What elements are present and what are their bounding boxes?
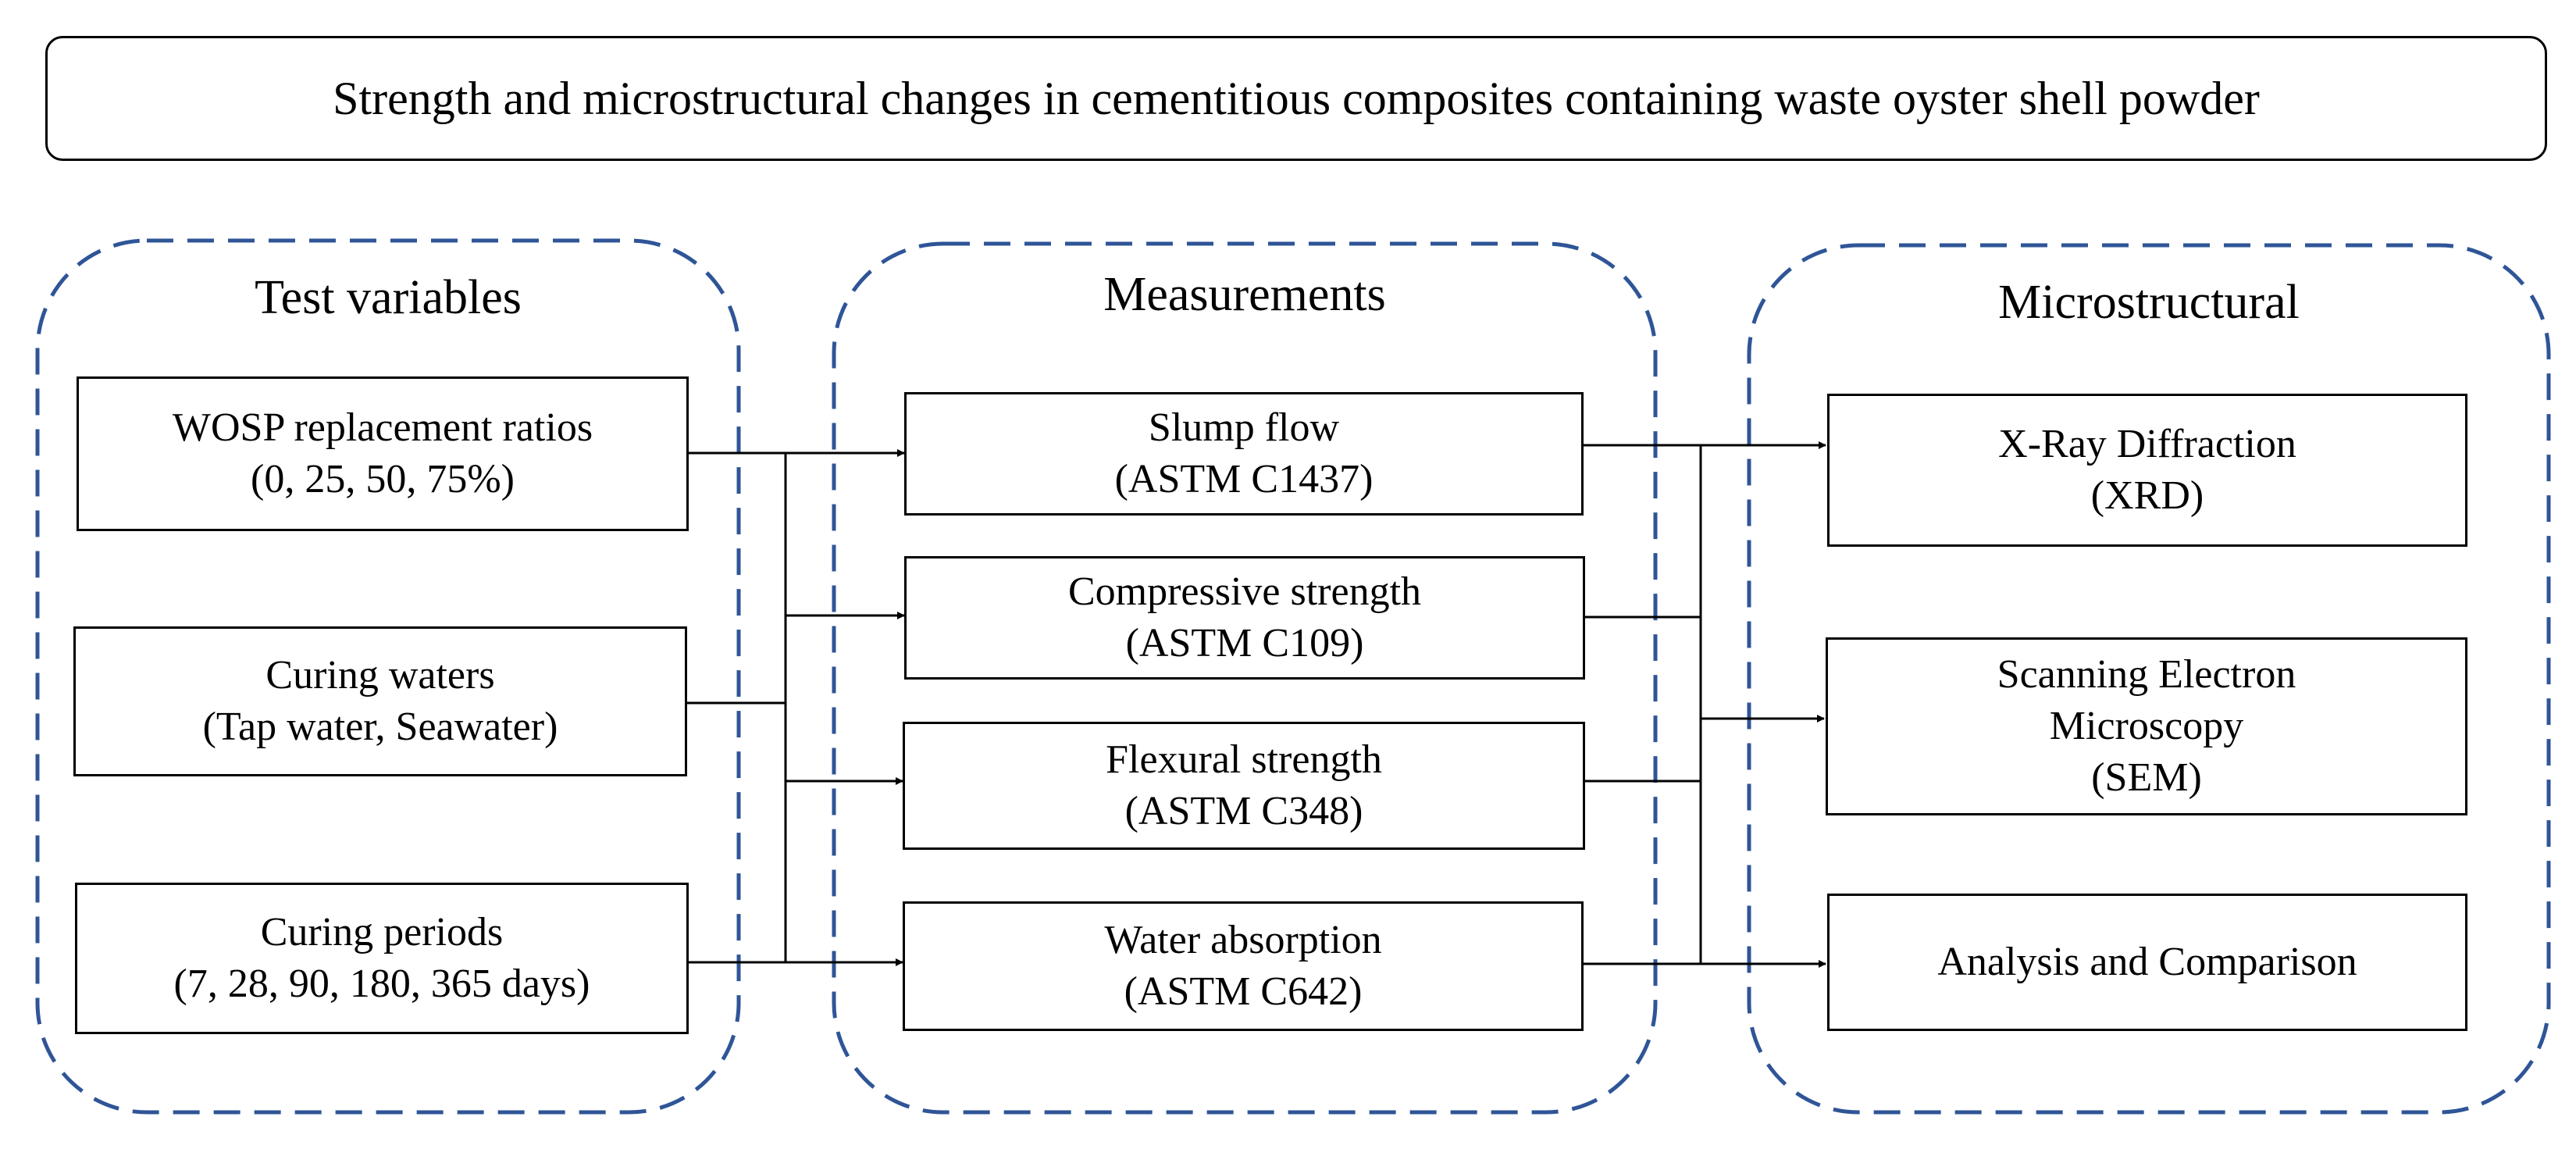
group-frame-measurements	[832, 241, 1658, 1115]
node-label-line1: Scanning Electron	[1997, 652, 2296, 697]
node-label-line3: (SEM)	[2091, 755, 2202, 800]
node-label-line2: (7, 28, 90, 180, 365 days)	[173, 962, 590, 1006]
node-label-line1: Slump flow	[1148, 405, 1340, 450]
node-xrd: X-Ray Diffraction (XRD)	[1827, 394, 2467, 547]
node-sem: Scanning Electron Microscopy (SEM)	[1826, 637, 2467, 815]
node-curing-periods: Curing periods (7, 28, 90, 180, 365 days…	[75, 883, 689, 1034]
node-curing-waters: Curing waters (Tap water, Seawater)	[73, 626, 687, 776]
node-label-line1: Analysis and Comparison	[1937, 940, 2357, 984]
group-frame-microstructural	[1747, 243, 2551, 1115]
node-label-line1: X-Ray Diffraction	[1998, 422, 2296, 466]
node-wosp-replacement-ratios: WOSP replacement ratios (0, 25, 50, 75%)	[77, 376, 689, 531]
node-label-line1: Curing waters	[265, 653, 495, 698]
node-label-line1: Curing periods	[260, 910, 504, 954]
node-slump-flow: Slump flow (ASTM C1437)	[904, 392, 1584, 516]
node-label-line2: (ASTM C109)	[1125, 621, 1364, 665]
node-label-line1: WOSP replacement ratios	[172, 405, 593, 450]
node-label-line2: (XRD)	[2090, 473, 2204, 518]
node-label-line2: (ASTM C348)	[1124, 789, 1363, 833]
group-title-test-variables: Test variables	[255, 271, 522, 324]
node-label-line2: (ASTM C642)	[1124, 969, 1363, 1014]
node-flexural-strength: Flexural strength (ASTM C348)	[903, 722, 1585, 850]
node-label-line2: (ASTM C1437)	[1114, 457, 1374, 501]
node-analysis-comparison: Analysis and Comparison	[1827, 894, 2467, 1031]
node-label-line1: Water absorption	[1104, 918, 1382, 962]
node-label-line2: (Tap water, Seawater)	[202, 705, 558, 749]
group-title-measurements: Measurements	[1103, 268, 1386, 321]
group-frame-test-variables	[35, 238, 741, 1115]
node-label-line2: Microscopy	[2049, 704, 2244, 748]
diagram-title: Strength and microstructural changes in …	[333, 72, 2260, 124]
node-label-line1: Flexural strength	[1106, 737, 1382, 782]
node-label-line1: Compressive strength	[1067, 569, 1422, 614]
node-compressive-strength: Compressive strength (ASTM C109)	[904, 556, 1585, 680]
group-title-microstructural: Microstructural	[1998, 276, 2300, 329]
diagram-title-box: Strength and microstructural changes in …	[45, 36, 2547, 161]
node-label-line2: (0, 25, 50, 75%)	[251, 457, 515, 501]
node-water-absorption: Water absorption (ASTM C642)	[903, 901, 1584, 1031]
